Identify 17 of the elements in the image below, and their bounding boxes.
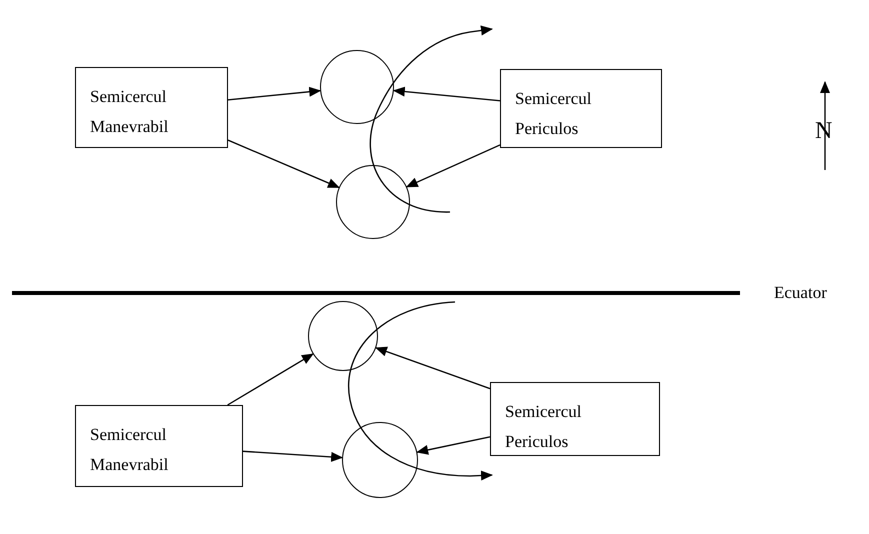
arrow — [375, 346, 490, 390]
text-box: Semicercul Manevrabil — [75, 67, 228, 148]
arrow — [228, 86, 322, 101]
text-box: Semicercul Periculos — [490, 382, 660, 456]
arrow — [227, 353, 314, 406]
circle — [342, 422, 418, 498]
arrow — [416, 436, 490, 455]
text-box: Semicercul Manevrabil — [75, 405, 243, 487]
circle — [308, 301, 378, 371]
text-box: Semicercul Periculos — [500, 69, 662, 148]
arrow — [242, 450, 344, 462]
arrow — [406, 144, 500, 188]
arrow — [228, 140, 340, 188]
circle — [320, 50, 394, 124]
circle — [336, 165, 410, 239]
equator-label: Ecuator — [774, 283, 827, 303]
arrow — [392, 86, 500, 102]
